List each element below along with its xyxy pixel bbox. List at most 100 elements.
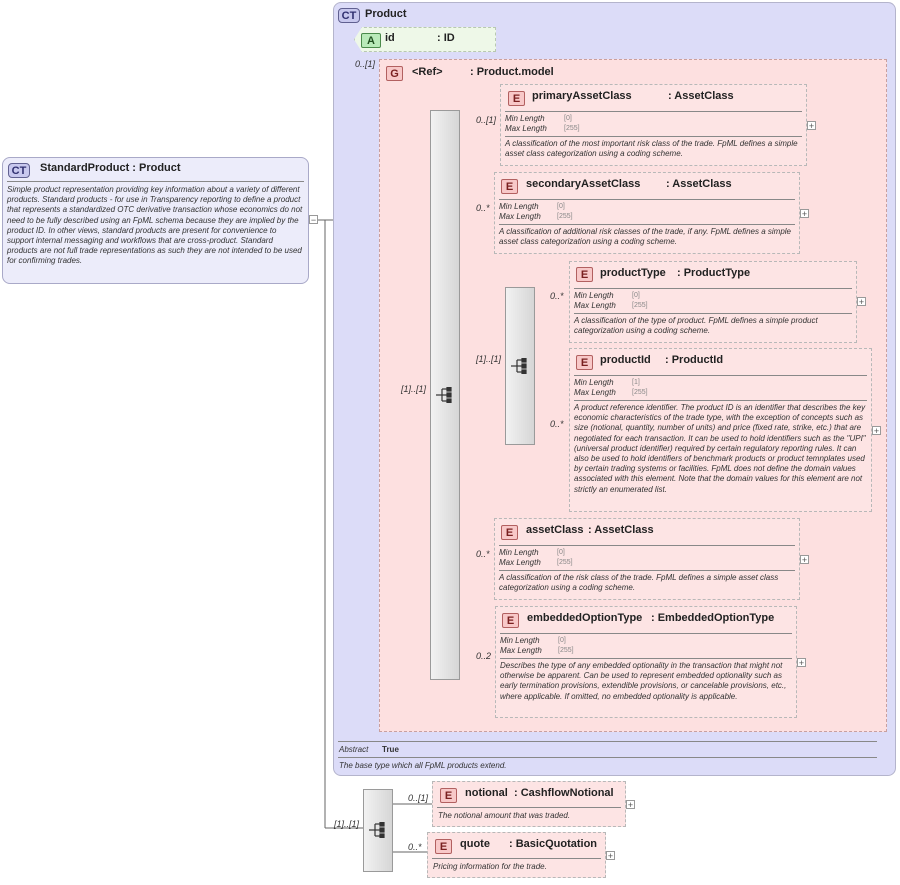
divider: [338, 757, 877, 758]
expand-icon[interactable]: +: [626, 800, 635, 810]
element-type: : AssetClass: [588, 524, 654, 536]
product-title: Product: [365, 8, 407, 20]
max-length-label: Max Length: [574, 388, 616, 397]
max-length-value: [255]: [632, 302, 648, 309]
asset-class-element[interactable]: E assetClass : AssetClass Min Length [0]…: [494, 518, 800, 600]
notional-element[interactable]: E notional : CashflowNotional The notion…: [432, 781, 626, 827]
max-length-value: [255]: [558, 647, 574, 654]
expand-icon[interactable]: +: [797, 658, 806, 668]
group-cardinality: 0..[1]: [355, 59, 376, 69]
element-description: Pricing information for the trade.: [433, 862, 547, 871]
element-description: Describes the type of any embedded optio…: [500, 661, 787, 701]
element-badge: E: [435, 839, 452, 854]
max-length-value: [255]: [564, 125, 580, 132]
notional-cardinality: 0..[1]: [408, 793, 429, 803]
collapse-icon[interactable]: −: [309, 215, 318, 225]
element-type: : EmbeddedOptionType: [651, 612, 775, 624]
divider: [7, 181, 304, 182]
embedded-option-type-cardinality: 0..2: [476, 651, 492, 661]
element-description: The notional amount that was traded.: [438, 811, 571, 820]
element-badge: E: [576, 355, 593, 370]
min-length-label: Min Length: [574, 291, 614, 300]
divider: [505, 136, 802, 137]
abstract-value: True: [382, 745, 399, 754]
element-type: : BasicQuotation: [509, 838, 598, 850]
embedded-option-type-element[interactable]: E embeddedOptionType : EmbeddedOptionTyp…: [495, 606, 797, 718]
element-badge: E: [508, 91, 525, 106]
min-length-value: [0]: [557, 203, 565, 210]
secondary-asset-class-element[interactable]: E secondaryAssetClass : AssetClass Min L…: [494, 172, 800, 254]
element-description: A classification of the most important r…: [505, 139, 798, 159]
group-badge: G: [386, 66, 403, 81]
main-sequence-cardinality: [1]..[1]: [401, 384, 427, 394]
expand-icon[interactable]: +: [872, 426, 881, 436]
standard-product-title: StandardProduct : Product: [40, 162, 181, 174]
min-length-value: [1]: [632, 379, 640, 386]
divider: [500, 633, 792, 634]
inner-choice-cardinality: [1]..[1]: [476, 354, 502, 364]
element-badge: E: [576, 267, 593, 282]
divider: [574, 375, 867, 376]
divider: [574, 313, 852, 314]
min-length-label: Min Length: [505, 114, 545, 123]
product-id-element[interactable]: E productId : ProductId Min Length [1] M…: [569, 348, 872, 512]
expand-icon[interactable]: +: [800, 555, 809, 565]
min-length-label: Min Length: [499, 202, 539, 211]
element-type: : AssetClass: [666, 178, 732, 190]
divider: [505, 111, 802, 112]
expand-icon[interactable]: +: [807, 121, 816, 131]
element-badge: E: [501, 179, 518, 194]
divider: [338, 741, 877, 742]
min-length-value: [0]: [557, 549, 565, 556]
quote-element[interactable]: E quote : BasicQuotation Pricing informa…: [427, 832, 606, 878]
complex-type-badge: CT: [8, 163, 30, 178]
element-description: A classification of additional risk clas…: [499, 227, 791, 247]
element-type: : CashflowNotional: [514, 787, 614, 799]
asset-class-cardinality: 0..*: [476, 549, 490, 559]
divider: [574, 400, 867, 401]
max-length-label: Max Length: [505, 124, 547, 133]
element-name: productType: [600, 267, 666, 279]
element-type: : ProductId: [665, 354, 724, 366]
element-name: assetClass: [526, 524, 584, 536]
divider: [499, 570, 795, 571]
group-ref: <Ref>: [412, 66, 443, 78]
attribute-type: : ID: [437, 32, 455, 44]
element-name: secondaryAssetClass: [526, 178, 641, 190]
attribute-badge: A: [361, 33, 381, 48]
element-name: primaryAssetClass: [532, 90, 632, 102]
standard-product-description: Simple product representation providing …: [7, 185, 303, 266]
max-length-value: [255]: [557, 559, 573, 566]
product-description: The base type which all FpML products ex…: [339, 761, 507, 770]
element-badge: E: [502, 613, 519, 628]
element-name: notional: [465, 787, 508, 799]
element-description: A classification of the type of product.…: [574, 316, 818, 336]
standard-product-box[interactable]: CT StandardProduct : Product Simple prod…: [2, 157, 309, 284]
expand-icon[interactable]: +: [857, 297, 866, 307]
primary-asset-class-element[interactable]: E primaryAssetClass : AssetClass Min Len…: [500, 84, 807, 166]
sequence-icon: [436, 387, 452, 403]
product-type-cardinality: 0..*: [550, 291, 564, 301]
expand-icon[interactable]: +: [606, 851, 615, 861]
group-type: : Product.model: [470, 66, 554, 78]
secondary-asset-class-cardinality: 0..*: [476, 203, 490, 213]
bottom-sequence-cardinality: [1]..[1]: [334, 819, 360, 829]
element-badge: E: [501, 525, 518, 540]
min-length-value: [0]: [564, 115, 572, 122]
element-name: quote: [460, 838, 490, 850]
max-length-label: Max Length: [574, 301, 616, 310]
element-description: A product reference identifier. The prod…: [574, 403, 866, 494]
expand-icon[interactable]: +: [800, 209, 809, 219]
complex-type-badge: CT: [338, 8, 360, 23]
sequence-icon: [369, 822, 385, 838]
divider: [432, 858, 601, 859]
element-badge: E: [440, 788, 457, 803]
product-type-element[interactable]: E productType : ProductType Min Length […: [569, 261, 857, 343]
abstract-label: Abstract: [339, 745, 369, 754]
max-length-value: [255]: [632, 389, 648, 396]
min-length-label: Min Length: [574, 378, 614, 387]
max-length-label: Max Length: [500, 646, 542, 655]
element-name: embeddedOptionType: [527, 612, 643, 624]
divider: [499, 545, 795, 546]
max-length-label: Max Length: [499, 212, 541, 221]
